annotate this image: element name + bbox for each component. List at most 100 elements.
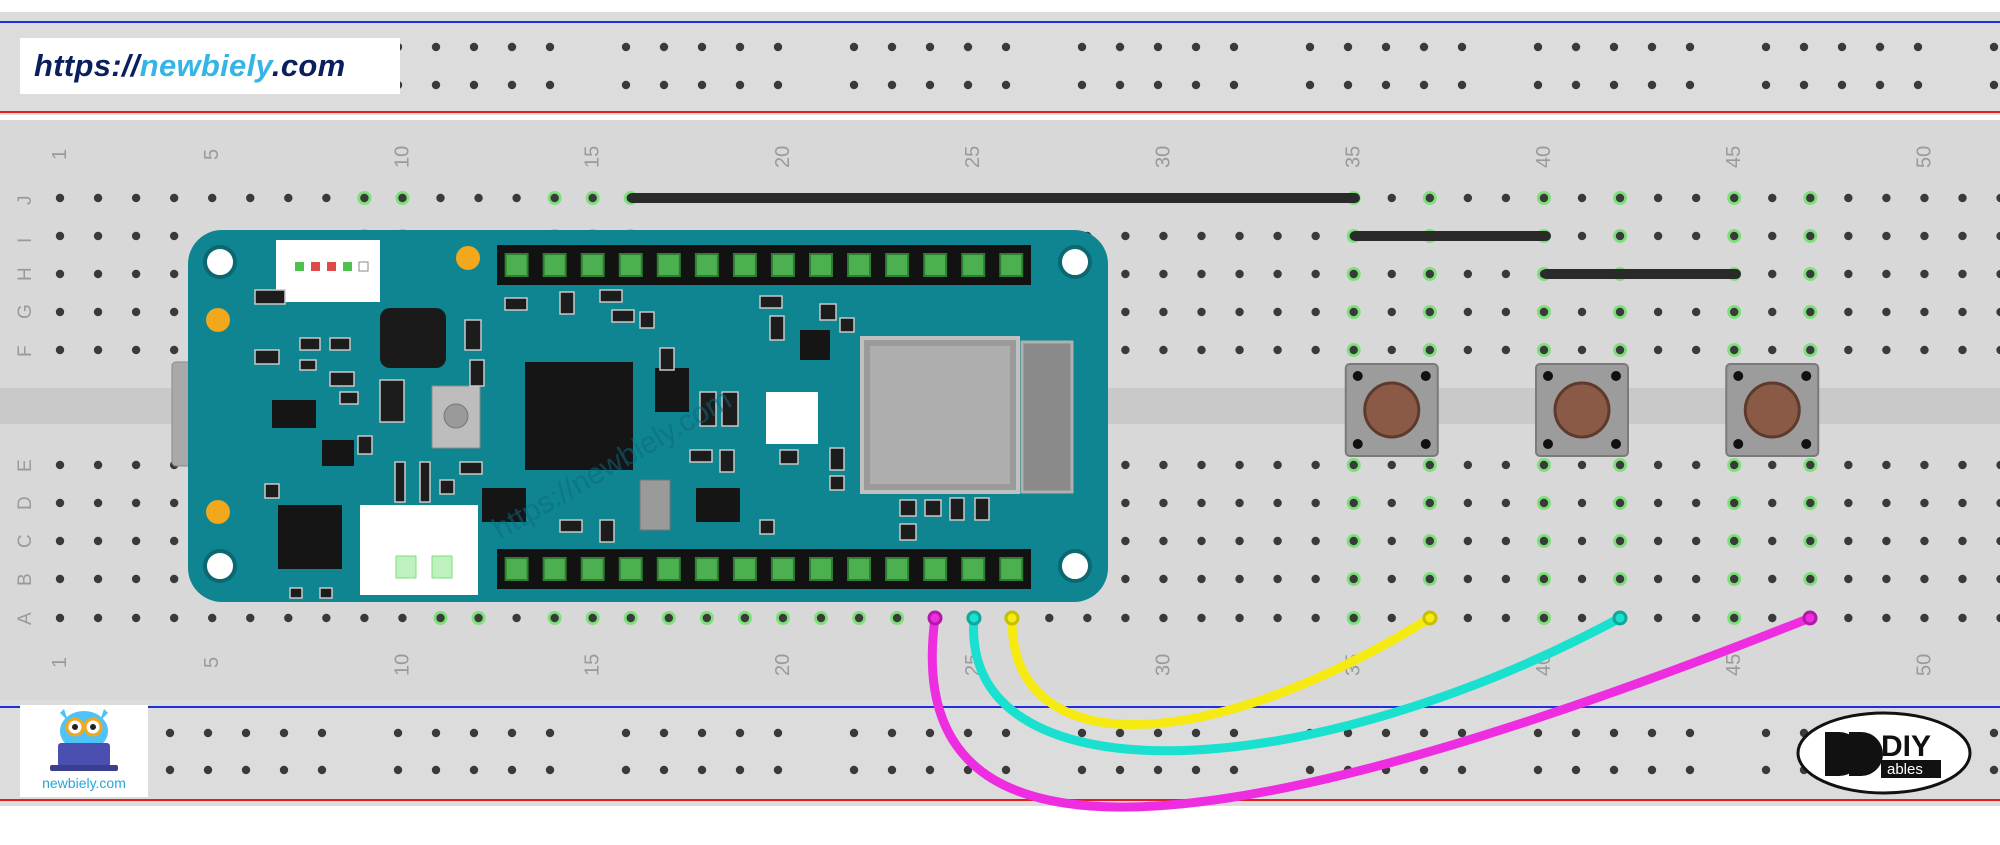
breadboard-hole: [93, 536, 103, 546]
breadboard-hole: [1615, 574, 1625, 584]
breadboard-hole: [55, 613, 65, 623]
rail-hole: [659, 765, 669, 775]
rail-hole: [317, 728, 327, 738]
rail-hole: [545, 728, 555, 738]
smd-part: [464, 319, 482, 351]
breadboard-hole: [1349, 536, 1358, 546]
column-number: 10: [391, 146, 413, 168]
breadboard-hole: [1730, 193, 1739, 203]
breadboard-hole: [1197, 613, 1206, 623]
smd-part: [659, 347, 675, 371]
breadboard-hole: [474, 193, 483, 203]
website-url[interactable]: https://newbiely.com: [34, 48, 345, 84]
breadboard-hole: [1425, 345, 1435, 355]
breadboard-hole: [131, 613, 141, 623]
rail-hole: [849, 42, 859, 52]
breadboard-hole: [1615, 460, 1625, 470]
smd-part: [689, 449, 713, 463]
breadboard-hole: [1958, 536, 1967, 546]
rail-hole: [469, 80, 479, 90]
breadboard-hole: [1768, 345, 1777, 355]
rail-hole: [507, 765, 517, 775]
bottom-power-rail: [0, 700, 2000, 806]
breadboard-hole: [284, 613, 293, 623]
header-pin: [885, 253, 910, 277]
breadboard-hole: [55, 307, 65, 317]
rail-hole: [507, 728, 517, 738]
breadboard-hole: [1387, 193, 1396, 203]
smd-part: [329, 371, 355, 387]
breadboard-hole: [1387, 498, 1396, 508]
rail-hole: [697, 80, 707, 90]
push-button-cap: [1363, 381, 1421, 439]
rail-hole: [1875, 42, 1885, 52]
rail-hole: [773, 728, 783, 738]
breadboard-hole: [360, 193, 369, 203]
smd-part: [924, 499, 942, 517]
breadboard-hole: [1882, 193, 1891, 203]
breadboard-hole: [1273, 460, 1282, 470]
breadboard-hole: [1615, 193, 1625, 203]
rail-hole: [735, 765, 745, 775]
breadboard-hole: [1425, 498, 1435, 508]
smd-part: [357, 435, 373, 455]
arduino-board: https://newbiely.com: [171, 230, 1108, 602]
breadboard-hole: [1691, 498, 1701, 508]
header-pin: [732, 557, 757, 581]
breadboard-hole: [1311, 345, 1320, 355]
rail-hole: [925, 80, 935, 90]
push-button: [1725, 363, 1820, 457]
rail-hole: [925, 42, 935, 52]
breadboard-hole: [1730, 307, 1739, 317]
breadboard-hole: [1387, 460, 1396, 470]
rail-hole: [1153, 42, 1163, 52]
breadboard-hole: [1806, 231, 1815, 241]
rail-hole: [887, 42, 897, 52]
breadboard-hole: [246, 613, 255, 623]
rail-hole: [1989, 80, 1999, 90]
mount-hole: [203, 549, 237, 583]
breadboard-hole: [1273, 574, 1282, 584]
rail-hole: [1343, 42, 1353, 52]
breadboard-hole: [169, 193, 179, 203]
rail-hole: [963, 80, 973, 90]
breadboard-hole: [1463, 193, 1473, 203]
rail-hole: [735, 728, 745, 738]
column-number: 35: [1343, 146, 1365, 168]
breadboard-hole: [1844, 307, 1853, 317]
column-number: 5: [201, 149, 223, 160]
column-number: 1: [49, 149, 71, 160]
power-chip: [380, 308, 446, 368]
rail-hole: [849, 765, 859, 775]
rail-hole: [1685, 728, 1695, 738]
rail-hole: [659, 80, 669, 90]
push-button-cap: [1553, 381, 1611, 439]
header-pin: [809, 557, 833, 581]
breadboard-hole: [1730, 231, 1739, 241]
breadboard-hole: [1844, 498, 1853, 508]
breadboard-hole: [93, 460, 103, 470]
rail-hole: [735, 80, 745, 90]
row-letter: D: [15, 496, 36, 510]
smd-part: [559, 291, 575, 315]
push-buttons: [1344, 363, 1820, 457]
breadboard-hole: [1463, 307, 1473, 317]
breadboard-hole: [1387, 574, 1396, 584]
breadboard-hole: [93, 498, 103, 508]
row-letter: I: [15, 238, 36, 243]
rail-hole: [545, 80, 555, 90]
column-number: 30: [1152, 654, 1174, 676]
smd-part: [599, 519, 615, 543]
breadboard-hole: [702, 613, 712, 623]
rail-hole: [1001, 728, 1011, 738]
smd-part: [639, 311, 655, 329]
breadboard-hole: [1996, 345, 2000, 355]
breadboard-hole: [1768, 193, 1777, 203]
breadboard-hole: [1197, 345, 1206, 355]
breadboard-hole: [626, 613, 635, 623]
breadboard-hole: [1501, 574, 1511, 584]
column-number: 25: [962, 146, 984, 168]
breadboard-hole: [1691, 574, 1701, 584]
breadboard-hole: [55, 269, 65, 279]
